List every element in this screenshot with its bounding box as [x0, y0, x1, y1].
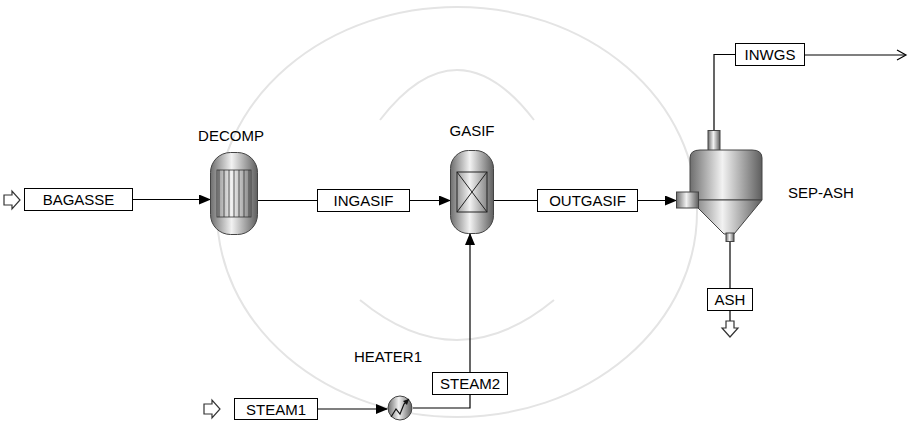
cyclone-symbol [676, 130, 764, 242]
stream-name: STEAM1 [246, 402, 306, 417]
stream-name: BAGASSE [43, 192, 115, 207]
stream-box: STEAM1 [234, 398, 318, 420]
stream-line [729, 242, 730, 288]
stream-line [714, 55, 735, 131]
unit-block: HEATER1 [387, 395, 413, 421]
stream-line [258, 200, 317, 201]
unit-block: SEP-ASH [676, 130, 764, 242]
feed-arrow [4, 191, 20, 209]
gasif-symbol [450, 150, 494, 234]
stream-box: BAGASSE [24, 188, 133, 211]
stream-name: INWGS [745, 47, 796, 62]
block-name: HEATER1 [354, 349, 422, 364]
stream-name: INGASIF [333, 193, 393, 208]
stream-line [318, 408, 387, 409]
unit-block: DECOMP [210, 152, 258, 235]
block-name: DECOMP [198, 128, 264, 143]
product-arrow [897, 50, 906, 60]
block-name: GASIF [450, 123, 495, 138]
stream-line [133, 199, 210, 200]
watermark [217, 7, 697, 417]
stream-box: OUTGASIF [537, 189, 638, 212]
decomp-symbol [210, 152, 258, 235]
stream-line [494, 200, 537, 201]
product-line [800, 54, 905, 55]
stream-box: INWGS [735, 43, 805, 66]
stream-name: ASH [715, 292, 746, 307]
heater-symbol [387, 395, 413, 421]
stream-line [638, 200, 676, 201]
unit-block: GASIF [450, 150, 494, 234]
stream-name: OUTGASIF [549, 193, 626, 208]
stream-line [413, 395, 470, 408]
block-name: SEP-ASH [788, 185, 854, 200]
feed-arrow [204, 400, 220, 418]
stream-line [410, 200, 450, 201]
stream-name: STEAM2 [440, 376, 500, 391]
stream-box: STEAM2 [432, 372, 508, 395]
product-arrow [722, 321, 738, 337]
stream-box: ASH [707, 288, 753, 311]
stream-box: INGASIF [317, 189, 410, 212]
stream-line [469, 234, 470, 372]
